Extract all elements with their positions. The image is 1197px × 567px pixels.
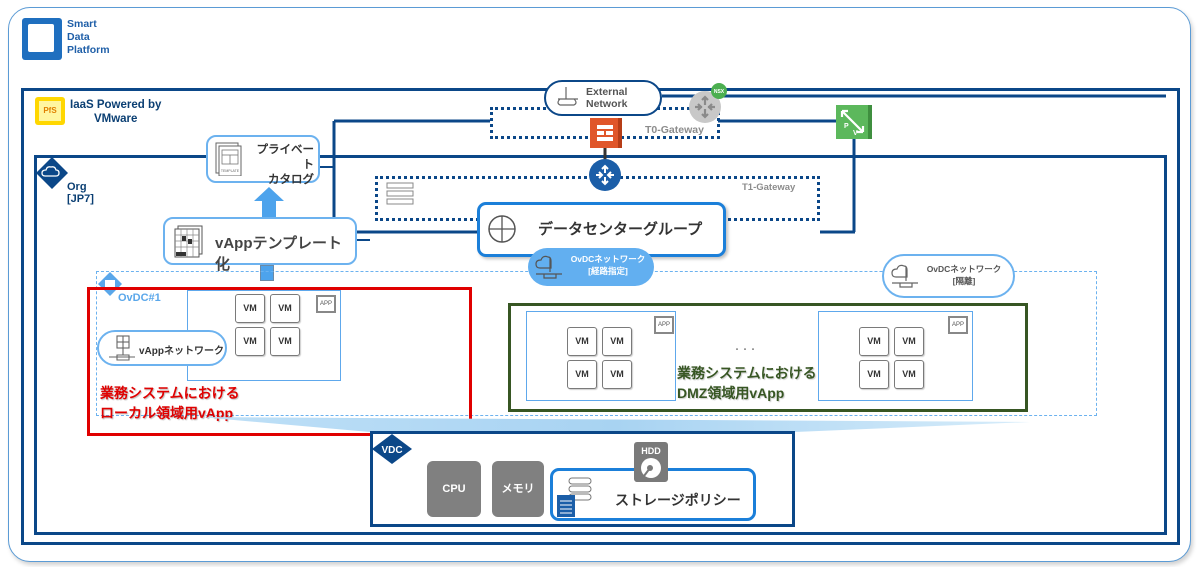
template-icon: TEMPLATE: [215, 142, 242, 176]
org-label: Org [JP7]: [67, 181, 94, 205]
t0-gateway-label: T0-Gateway: [645, 124, 704, 136]
ovdc-network-routed-label: OvDCネットワーク [経路指定]: [566, 253, 650, 277]
network-cloud-icon: [557, 87, 578, 106]
dmz-vapp-caption: 業務システムにおける DMZ領域用vApp: [677, 363, 817, 403]
ovdc-network-isolated-line-1: OvDCネットワーク: [926, 264, 1002, 274]
vapp-network-node[interactable]: vAppネットワーク: [97, 330, 227, 366]
vapp-template-node[interactable]: vAppテンプレート化: [163, 217, 357, 273]
dmz-caption-line-2: DMZ領域用vApp: [677, 385, 785, 401]
brand-line-3: Platform: [67, 44, 110, 56]
vm-node[interactable]: VM: [270, 294, 300, 323]
ovdc-network-routed[interactable]: OvDCネットワーク [経路指定]: [528, 248, 654, 286]
vapp-template-icon: [174, 225, 203, 258]
t1-router-icon: [589, 159, 621, 191]
ovdc-network-routed-line-1: OvDCネットワーク: [570, 254, 646, 264]
vapp-ellipsis: ・・・: [733, 345, 757, 354]
cpu-tile[interactable]: CPU: [427, 461, 481, 517]
vm-node[interactable]: VM: [567, 360, 597, 389]
storage-policy-label: ストレージポリシー: [615, 492, 741, 508]
dmz-vapp-highlight: [508, 303, 1028, 412]
private-catalog-node[interactable]: TEMPLATE プライベート カタログ: [206, 135, 320, 186]
local-caption-line-1: 業務システムにおける: [100, 385, 240, 401]
hdd-icon: HDD: [634, 442, 668, 482]
datacenter-group-icon: [488, 215, 516, 243]
ovdc-network-isolated-line-2: [隔離]: [952, 276, 976, 286]
ovdc-network-routed-line-2: [経路指定]: [588, 266, 628, 276]
svg-text:P: P: [844, 123, 849, 130]
private-catalog-label: プライベート カタログ: [248, 143, 315, 188]
memory-tile[interactable]: メモリ: [492, 461, 544, 517]
private-catalog-line-1: プライベート: [256, 144, 315, 171]
iaas-title-line-2: VMware: [93, 113, 138, 125]
dmz-vapp-2[interactable]: VM VM VM VM APP: [818, 311, 973, 401]
local-vapp-highlight: [87, 287, 472, 436]
svg-text:V: V: [853, 130, 858, 137]
pfs-icon: PfS: [35, 97, 65, 125]
vm-node[interactable]: VM: [235, 294, 265, 323]
dmz-caption-line-1: 業務システムにおける: [677, 365, 817, 381]
brand-line-1: Smart: [67, 18, 97, 30]
load-balancer-icon: [386, 182, 414, 205]
ovdc-label: OvDC#1: [118, 292, 161, 304]
org-frame: [34, 155, 1167, 535]
vm-node[interactable]: VM: [859, 360, 889, 389]
local-vapp-caption: 業務システムにおける ローカル領域用vApp: [100, 383, 240, 423]
vdc-badge-label: VDC: [381, 445, 402, 456]
firewall-icon: [590, 118, 622, 148]
org-label-line-2: [JP7]: [67, 193, 94, 205]
vdc-badge-icon: VDC: [372, 434, 412, 464]
vapp-network-label: vAppネットワーク: [139, 346, 224, 357]
dmz-vapp-1[interactable]: VM VM VM VM APP: [526, 311, 676, 401]
nsx-badge: NSX: [714, 89, 725, 95]
external-network-line-1: External: [586, 86, 628, 98]
app-icon: APP: [948, 316, 968, 334]
app-icon: APP: [654, 316, 674, 334]
vm-node[interactable]: VM: [567, 327, 597, 356]
vm-node[interactable]: VM: [235, 327, 265, 356]
ovdc-icon: [98, 272, 122, 296]
datacenter-group-node[interactable]: データセンターグループ: [477, 202, 726, 257]
network-cloud-icon: [535, 255, 562, 279]
org-cloud-icon: [36, 157, 68, 189]
brand-name: Smart Data Platform: [67, 18, 110, 57]
hdd-label: HDD: [641, 446, 661, 456]
org-label-line-1: Org: [67, 181, 87, 193]
vm-node[interactable]: VM: [859, 327, 889, 356]
vm-node[interactable]: VM: [602, 327, 632, 356]
network-cloud-icon: [891, 264, 918, 288]
template-icon-label: TEMPLATE: [221, 169, 240, 173]
pv-switch-icon: P V: [836, 105, 872, 139]
smart-data-platform-logo-icon: [22, 18, 62, 60]
ovdc-network-isolated-label: OvDCネットワーク [隔離]: [922, 263, 1006, 287]
vm-node[interactable]: VM: [894, 360, 924, 389]
vm-node[interactable]: VM: [602, 360, 632, 389]
upload-arrow-icon: [254, 187, 284, 219]
app-icon: APP: [316, 295, 336, 313]
vapp-network-icon: [109, 335, 135, 361]
local-vapp[interactable]: VM VM VM VM APP: [187, 290, 341, 381]
datacenter-group-label: データセンターグループ: [538, 221, 703, 238]
storage-icon: [557, 477, 592, 517]
brand-line-2: Data: [67, 31, 90, 43]
local-caption-line-2: ローカル領域用vApp: [100, 405, 233, 421]
connector-square: [260, 265, 274, 281]
private-catalog-line-2: カタログ: [268, 174, 314, 186]
external-network-label: External Network: [586, 86, 627, 110]
vm-node[interactable]: VM: [894, 327, 924, 356]
vm-node[interactable]: VM: [270, 327, 300, 356]
iaas-title: IaaS Powered by VMware: [70, 98, 161, 126]
t1-gateway-label: T1-Gateway: [742, 182, 796, 193]
ovdc-network-isolated[interactable]: OvDCネットワーク [隔離]: [882, 254, 1015, 298]
vapp-template-label: vAppテンプレート化: [215, 235, 343, 273]
t0-router-icon: NSX: [689, 83, 727, 123]
external-network-line-2: Network: [586, 98, 628, 110]
external-network-node[interactable]: External Network: [544, 80, 662, 116]
iaas-title-line-1: IaaS Powered by: [70, 99, 162, 111]
